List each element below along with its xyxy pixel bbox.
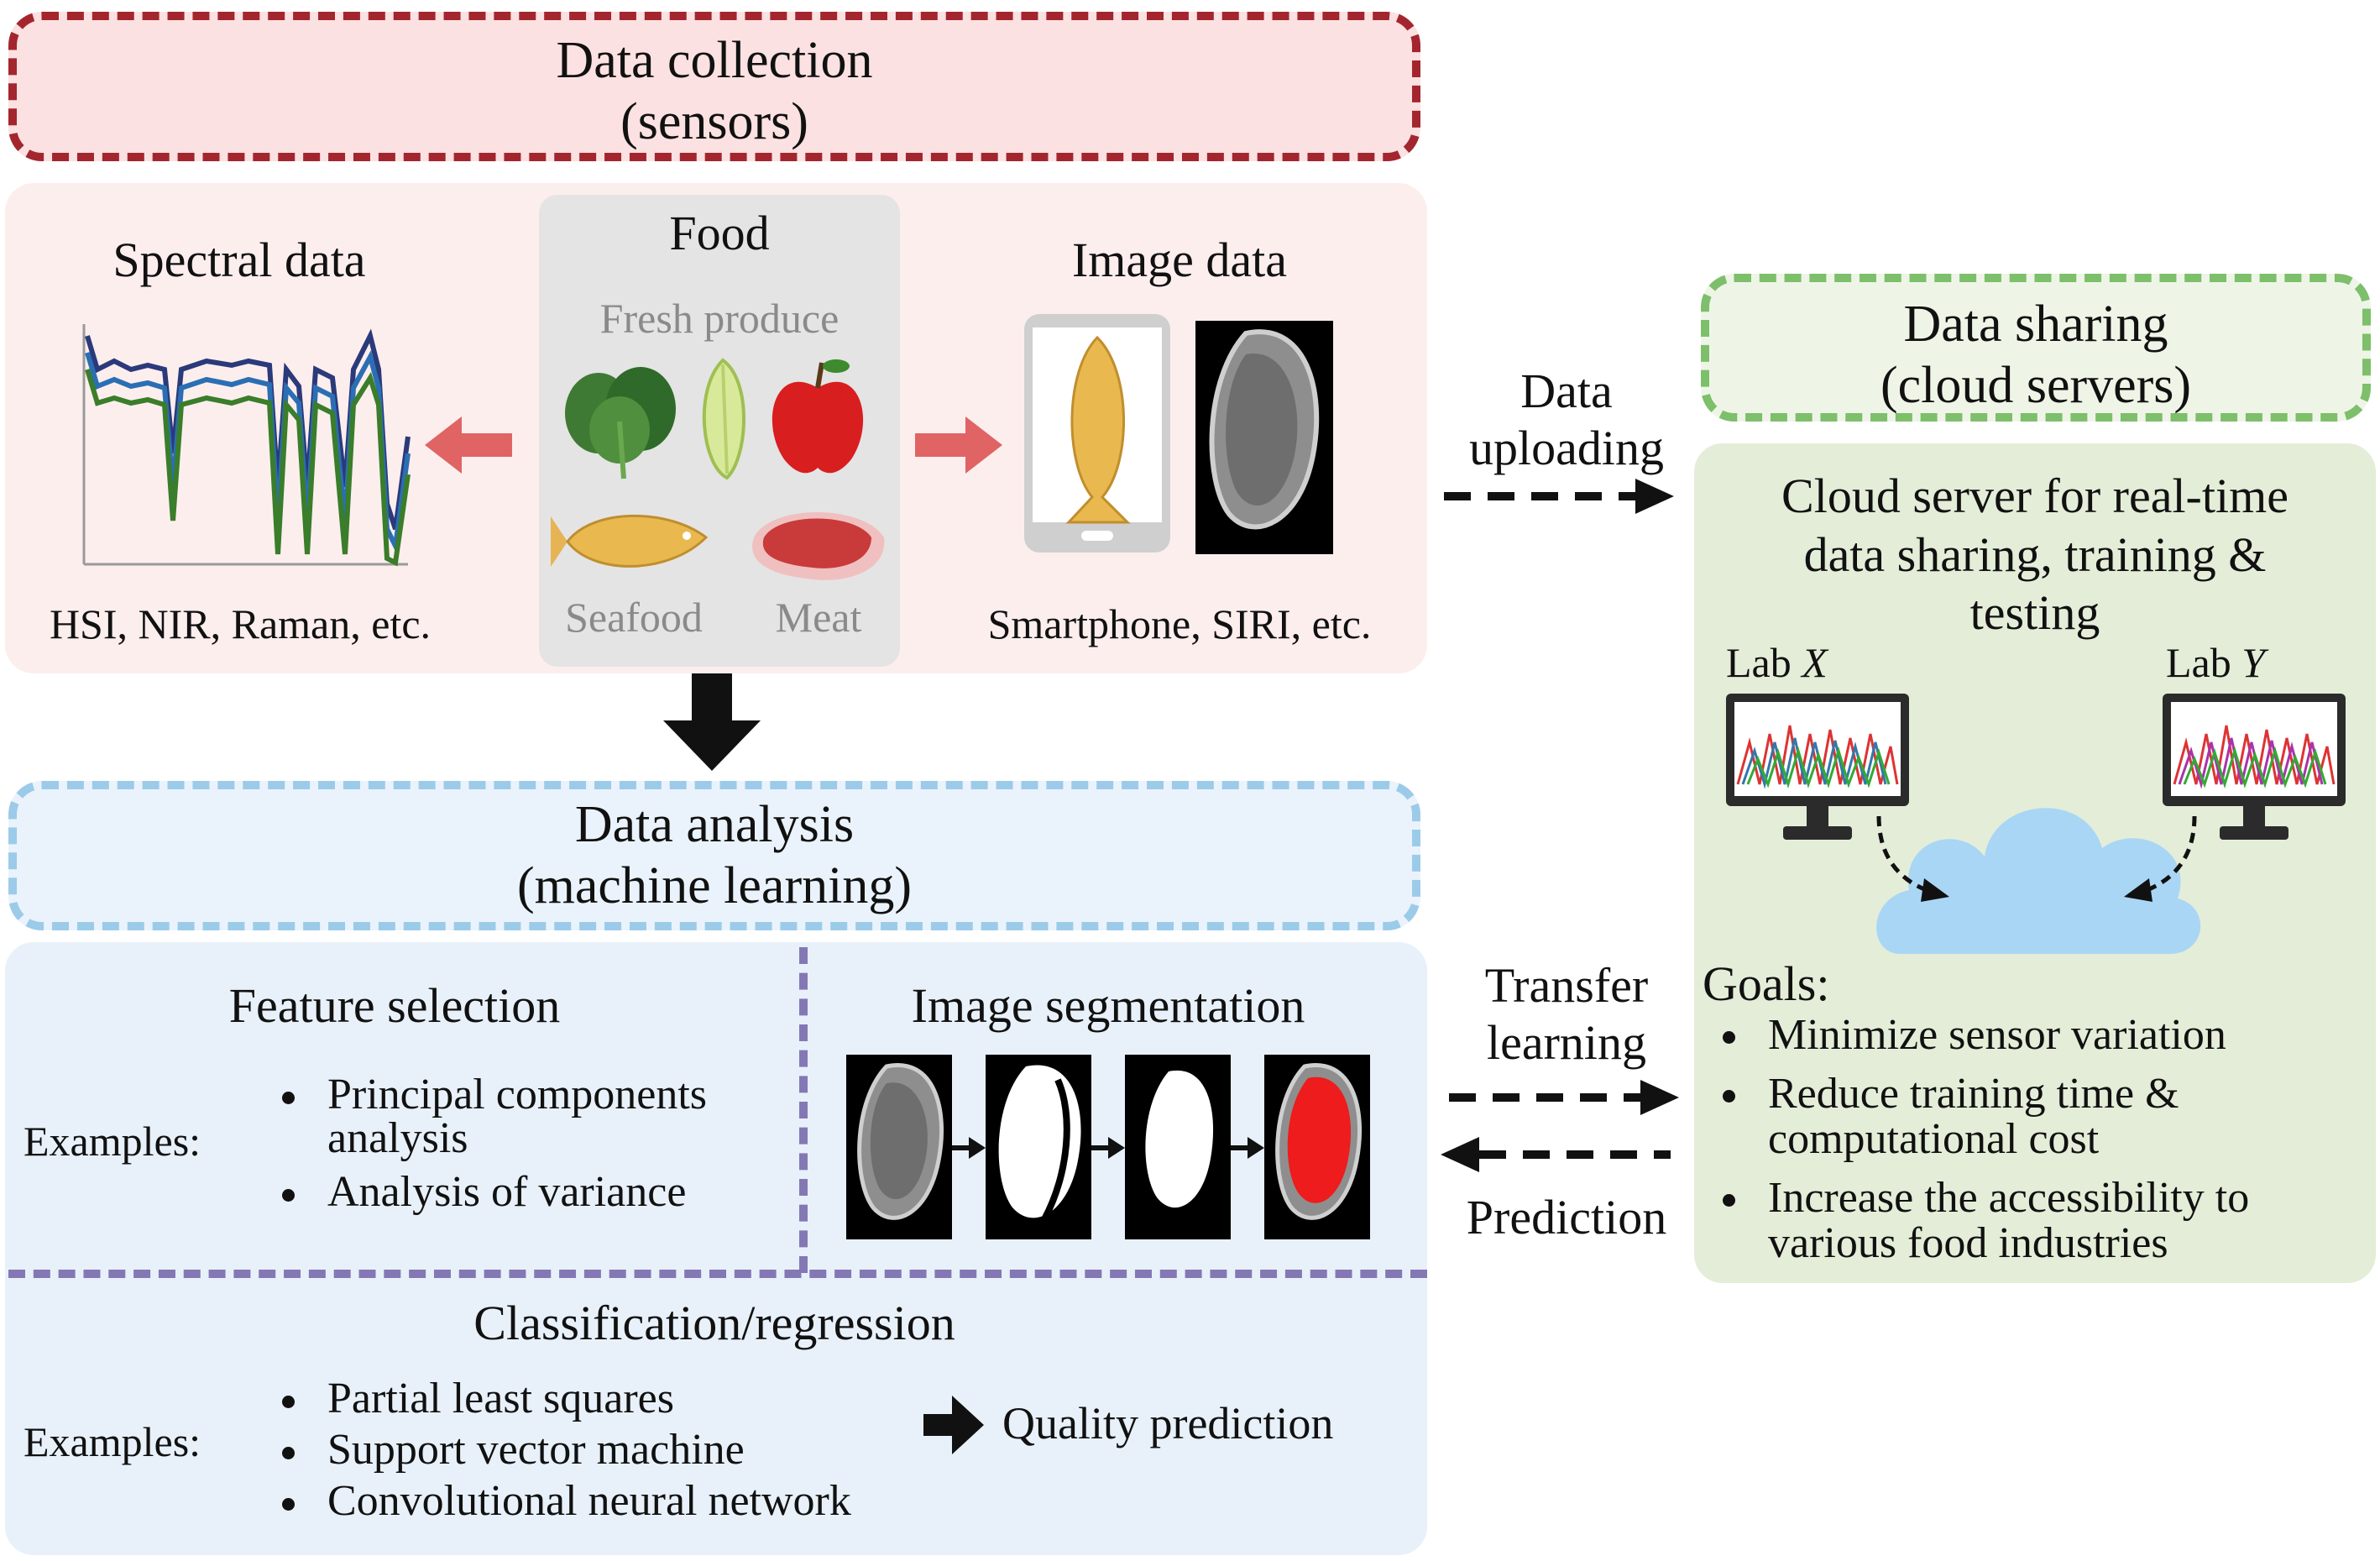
data-uploading-line2: uploading bbox=[1469, 421, 1664, 476]
cloud-desc-line2: data sharing, training & bbox=[1803, 526, 2267, 582]
data-sharing-header bbox=[1701, 274, 2371, 422]
classification-examples-label: Examples: bbox=[24, 1418, 201, 1465]
cabbage-icon bbox=[702, 358, 745, 480]
lab-y-letter: Y bbox=[2241, 639, 2266, 686]
data-collection-title: Data collection (sensors) bbox=[8, 30, 1420, 153]
data-analysis-title-line2: (machine learning) bbox=[517, 857, 912, 915]
data-analysis-panel bbox=[5, 942, 1427, 1555]
cloud-desc-line1: Cloud server for real-time bbox=[1781, 469, 2288, 523]
seafood-label: Seafood bbox=[565, 594, 703, 641]
lab-y-monitor-icon bbox=[2163, 694, 2346, 840]
segmentation-step-4-icon bbox=[1264, 1055, 1370, 1239]
prediction-dashed-arrow-icon bbox=[1441, 1137, 1671, 1172]
data-analysis-title: Data analysis (machine learning) bbox=[8, 794, 1420, 917]
classification-list: Partial least squares Support vector mac… bbox=[277, 1377, 851, 1532]
smartphone-fish-icon bbox=[1024, 314, 1170, 553]
cloud-icon bbox=[1876, 808, 2201, 954]
goal-item: Reduce training time &computational cost bbox=[1718, 1071, 2249, 1162]
data-collection-title-line1: Data collection bbox=[556, 32, 873, 89]
transfer-dashed-arrow-icon bbox=[1449, 1080, 1679, 1115]
fresh-produce-label: Fresh produce bbox=[599, 295, 840, 342]
data-collection-title-line2: (sensors) bbox=[620, 93, 808, 151]
transfer-learning-line2: learning bbox=[1486, 1015, 1647, 1071]
vertical-divider bbox=[799, 947, 808, 1273]
lab-x-letter: X bbox=[1802, 639, 1828, 686]
lab-y-prefix: Lab bbox=[2166, 639, 2242, 686]
apple-icon bbox=[772, 359, 864, 474]
arrow-right-icon bbox=[915, 416, 1002, 474]
segmentation-step-1-icon bbox=[846, 1055, 952, 1239]
horizontal-divider bbox=[8, 1270, 1427, 1278]
cloud-desc-line3: testing bbox=[1969, 585, 2100, 641]
spectral-curves-icon bbox=[82, 324, 411, 567]
lab-y-upload-arrow-icon bbox=[2124, 815, 2197, 902]
segmentation-arrow-1-icon bbox=[952, 1137, 986, 1159]
quality-prediction-arrow-icon bbox=[923, 1396, 984, 1454]
image-segmentation-title: Image segmentation bbox=[911, 978, 1305, 1033]
lab-x-upload-arrow-icon bbox=[1876, 815, 1949, 902]
segmentation-step-2-icon bbox=[986, 1055, 1091, 1239]
spinach-icon bbox=[565, 367, 676, 479]
fish-icon bbox=[551, 514, 709, 568]
goal-item: Minimize sensor variation bbox=[1718, 1012, 2249, 1058]
data-sharing-title-line2: (cloud servers) bbox=[1880, 357, 2192, 415]
classification-item: Partial least squares bbox=[277, 1377, 851, 1421]
meat-scan-icon bbox=[1195, 321, 1333, 554]
cloud-server-description: Cloud server for real-time data sharing,… bbox=[1694, 467, 2376, 642]
feature-selection-title: Feature selection bbox=[228, 978, 561, 1033]
food-title: Food bbox=[669, 206, 770, 260]
data-collection-header bbox=[8, 12, 1420, 161]
arrow-down-icon bbox=[663, 673, 761, 771]
lab-y-label: Lab Y bbox=[2166, 638, 2265, 688]
feature-examples-label: Examples: bbox=[24, 1118, 201, 1165]
data-sharing-title: Data sharing (cloud servers) bbox=[1701, 294, 2371, 416]
segmentation-arrow-2-icon bbox=[1091, 1137, 1125, 1159]
segmentation-arrow-3-icon bbox=[1231, 1137, 1264, 1159]
spectral-data-title: Spectral data bbox=[112, 233, 366, 287]
goals-title: Goals: bbox=[1703, 956, 1830, 1011]
lab-x-monitor-icon bbox=[1726, 694, 1909, 840]
data-analysis-header bbox=[8, 781, 1420, 930]
goals-list: Minimize sensor variation Reduce trainin… bbox=[1718, 1012, 2249, 1275]
feature-item: Analysis of variance bbox=[277, 1171, 707, 1214]
lab-x-prefix: Lab bbox=[1726, 639, 1802, 686]
data-analysis-title-line1: Data analysis bbox=[574, 796, 855, 853]
transfer-learning-line1: Transfer bbox=[1484, 958, 1649, 1013]
image-data-title: Image data bbox=[1071, 233, 1287, 287]
classification-title: Classification/regression bbox=[473, 1296, 955, 1350]
image-data-caption: Smartphone, SIRI, etc. bbox=[987, 600, 1372, 647]
upload-dashed-arrow-icon bbox=[1444, 479, 1674, 514]
segmentation-step-3-icon bbox=[1125, 1055, 1231, 1239]
arrow-left-icon bbox=[425, 416, 512, 474]
quality-prediction-label: Quality prediction bbox=[1002, 1398, 1334, 1448]
spectral-data-caption: HSI, NIR, Raman, etc. bbox=[49, 600, 432, 647]
meat-icon bbox=[752, 512, 885, 580]
data-uploading-label: Data uploading bbox=[1441, 363, 1692, 478]
classification-item: Convolutional neural network bbox=[277, 1480, 851, 1523]
meat-label: Meat bbox=[775, 594, 862, 641]
data-uploading-line1: Data bbox=[1520, 364, 1613, 418]
data-sharing-title-line1: Data sharing bbox=[1903, 296, 2168, 353]
classification-item: Support vector machine bbox=[277, 1428, 851, 1472]
lab-x-label: Lab X bbox=[1726, 638, 1828, 688]
transfer-learning-label: Transfer learning bbox=[1441, 957, 1692, 1072]
prediction-label: Prediction bbox=[1466, 1190, 1667, 1244]
